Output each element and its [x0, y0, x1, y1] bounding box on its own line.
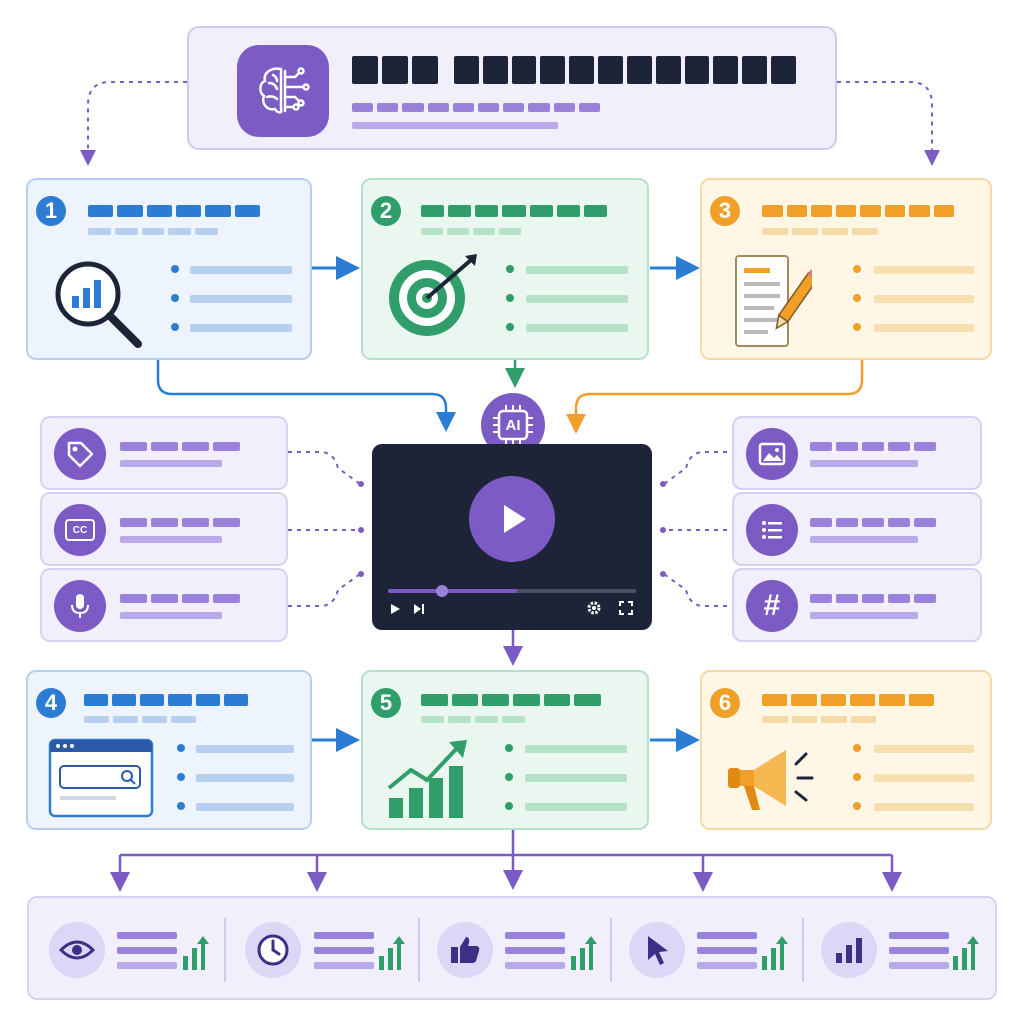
feature-title-placeholder: [120, 442, 240, 451]
step-title-placeholder: [762, 694, 934, 706]
feature-subtitle-placeholder: [810, 536, 918, 543]
ai-chip-label: AI: [505, 416, 521, 434]
video-player[interactable]: [372, 444, 652, 630]
header-banner: [187, 26, 837, 150]
feature-subtitle-placeholder: [810, 612, 918, 619]
title-placeholder-block: [382, 56, 408, 84]
play-button[interactable]: [469, 476, 555, 562]
title-placeholder-block: [352, 56, 378, 84]
step-subtitle-placeholder: [421, 716, 525, 723]
step-card-3[interactable]: 3: [700, 178, 992, 360]
thumbs-up-icon: [437, 922, 493, 978]
step-title-placeholder: [421, 694, 602, 706]
feature-title-placeholder: [120, 594, 240, 603]
growth-chart-icon: [385, 736, 475, 825]
megaphone-icon: [724, 740, 824, 825]
step-card-6[interactable]: 6: [700, 670, 992, 830]
title-placeholder-line: [454, 56, 796, 84]
feature-card-voice[interactable]: [40, 568, 288, 642]
metrics-strip: [27, 896, 997, 1000]
feature-subtitle-placeholder: [810, 460, 918, 467]
subtitle-placeholder-line: [352, 103, 601, 112]
feature-title-placeholder: [810, 594, 936, 603]
cursor-icon: [629, 922, 685, 978]
trend-up-icon: [569, 934, 597, 977]
trend-up-icon: [951, 934, 979, 977]
feature-subtitle-placeholder: [120, 612, 222, 619]
feature-subtitle-placeholder: [120, 536, 222, 543]
step-card-5[interactable]: 5: [361, 670, 649, 830]
feature-card-thumbnail[interactable]: [732, 416, 982, 490]
step-subtitle-placeholder: [84, 716, 196, 723]
image-icon: [746, 428, 798, 480]
step-subtitle-placeholder: [88, 228, 218, 235]
microphone-icon: [54, 580, 106, 632]
feature-card-captions[interactable]: CC: [40, 492, 288, 566]
hashtag-icon: #: [746, 580, 798, 632]
target-icon: [381, 250, 485, 345]
feature-card-chapters[interactable]: [732, 492, 982, 566]
step-number-badge: 1: [36, 196, 66, 226]
play-control-icon[interactable]: [388, 602, 402, 621]
step-title-placeholder: [762, 205, 954, 217]
step-subtitle-placeholder: [421, 228, 521, 235]
step-number-badge: 6: [710, 688, 740, 718]
step-card-4[interactable]: 4: [26, 670, 312, 830]
document-edit-icon: [732, 252, 820, 357]
next-icon[interactable]: [412, 602, 426, 621]
trend-up-icon: [181, 934, 209, 977]
step-title-placeholder: [88, 205, 260, 217]
title-placeholder-block: [412, 56, 438, 84]
clock-icon: [245, 922, 301, 978]
step-card-2[interactable]: 2: [361, 178, 649, 360]
progress-bar[interactable]: [388, 585, 636, 597]
play-icon: [504, 505, 526, 533]
step-subtitle-placeholder: [762, 716, 876, 723]
list-icon: [746, 504, 798, 556]
tag-icon: [54, 428, 106, 480]
closed-captions-icon: CC: [54, 504, 106, 556]
feature-title-placeholder: [120, 518, 240, 527]
trend-up-icon: [377, 934, 405, 977]
step-title-placeholder: [421, 205, 607, 217]
feature-subtitle-placeholder: [120, 460, 222, 467]
magnifier-analytics-icon: [48, 254, 148, 359]
fullscreen-icon[interactable]: [618, 600, 634, 621]
feature-card-hashtags[interactable]: #: [732, 568, 982, 642]
bar-chart-icon: [821, 922, 877, 978]
step-number-badge: 5: [371, 688, 401, 718]
step-card-1[interactable]: 1: [26, 178, 312, 360]
feature-title-placeholder: [810, 518, 936, 527]
feature-card-tagging[interactable]: [40, 416, 288, 490]
step-number-badge: 2: [371, 196, 401, 226]
ai-brain-icon: [237, 45, 329, 137]
step-title-placeholder: [84, 694, 248, 706]
progress-handle[interactable]: [436, 585, 448, 597]
eye-icon: [49, 922, 105, 978]
settings-gear-icon[interactable]: [586, 600, 602, 621]
step-subtitle-placeholder: [762, 228, 878, 235]
feature-title-placeholder: [810, 442, 936, 451]
step-number-badge: 3: [710, 196, 740, 226]
browser-search-icon: [48, 738, 154, 823]
step-number-badge: 4: [36, 688, 66, 718]
subtitle-placeholder-line: [352, 122, 558, 129]
trend-up-icon: [760, 934, 788, 977]
